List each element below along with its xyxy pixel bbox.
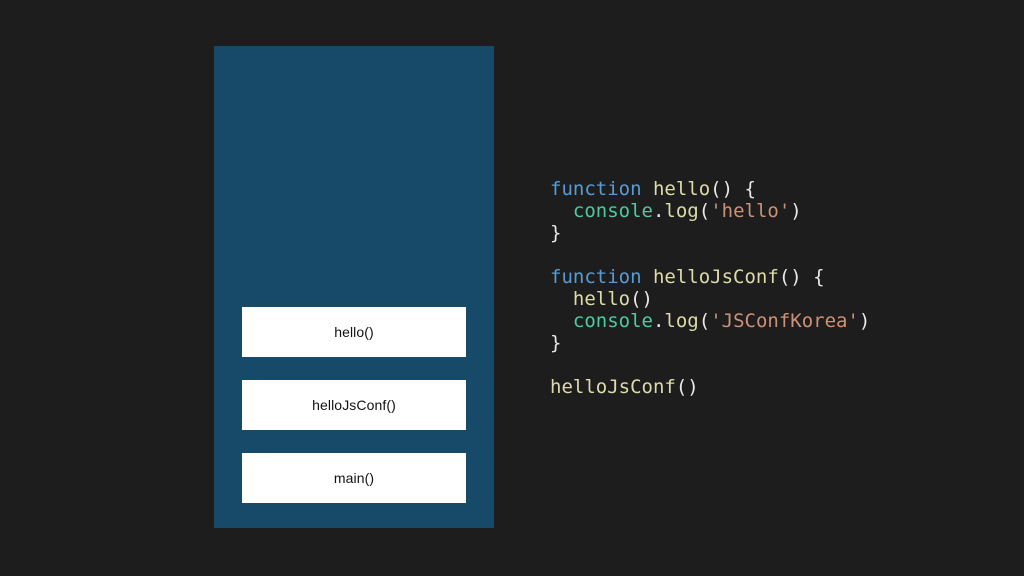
call-stack-frame[interactable]: hello() (242, 307, 466, 357)
code-token-plain (550, 200, 573, 222)
call-stack-frame-label: hello() (334, 324, 374, 340)
code-token-punct: () { (710, 178, 756, 200)
code-token-plain (642, 266, 653, 288)
code-token-func: helloJsConf (652, 266, 779, 288)
call-stack-frame-list: hello() helloJsConf() main() (242, 307, 466, 503)
code-block: function hello() { console.log('hello')}… (550, 178, 870, 398)
code-line: console.log('JSConfKorea') (550, 310, 870, 332)
code-token-func: log (664, 200, 699, 222)
code-token-punct: ( (698, 310, 711, 332)
call-stack-frame[interactable]: main() (242, 453, 466, 503)
code-token-punct: } (550, 222, 562, 244)
code-line-blank (550, 244, 870, 266)
code-token-punct: ( (698, 200, 711, 222)
code-token-func: hello (652, 178, 711, 200)
code-token-punct: . (652, 200, 665, 222)
code-token-punct: () (675, 376, 699, 398)
code-line: } (550, 222, 870, 244)
call-stack-frame-label: helloJsConf() (312, 397, 396, 413)
code-token-punct: ) (858, 310, 871, 332)
code-token-keyword: function (550, 178, 642, 200)
code-token-keyword: function (550, 266, 642, 288)
code-line: } (550, 332, 870, 354)
code-token-string: 'hello' (710, 200, 791, 222)
code-token-plain (550, 310, 573, 332)
code-token-func: log (664, 310, 699, 332)
code-token-punct: } (550, 332, 562, 354)
call-stack-frame[interactable]: helloJsConf() (242, 380, 466, 430)
code-line: hello() (550, 288, 870, 310)
code-token-string: 'JSConfKorea' (710, 310, 859, 332)
code-token-punct: () { (778, 266, 825, 288)
code-token-punct: () (630, 288, 653, 310)
code-token-func: helloJsConf (550, 376, 676, 398)
code-line: helloJsConf() (550, 376, 870, 398)
code-line: function helloJsConf() { (550, 266, 870, 288)
code-token-punct: ) (790, 200, 802, 222)
code-token-plain (550, 288, 573, 310)
code-line-blank (550, 354, 870, 376)
call-stack-frame-label: main() (333, 470, 375, 486)
code-line: console.log('hello') (550, 200, 870, 222)
code-token-func: hello (572, 288, 631, 310)
code-token-punct: . (652, 310, 665, 332)
code-token-object: console (572, 310, 653, 332)
code-token-plain (642, 178, 653, 200)
code-line: function hello() { (550, 178, 870, 200)
call-stack-panel: hello() helloJsConf() main() (214, 46, 494, 528)
code-token-object: console (572, 200, 653, 222)
